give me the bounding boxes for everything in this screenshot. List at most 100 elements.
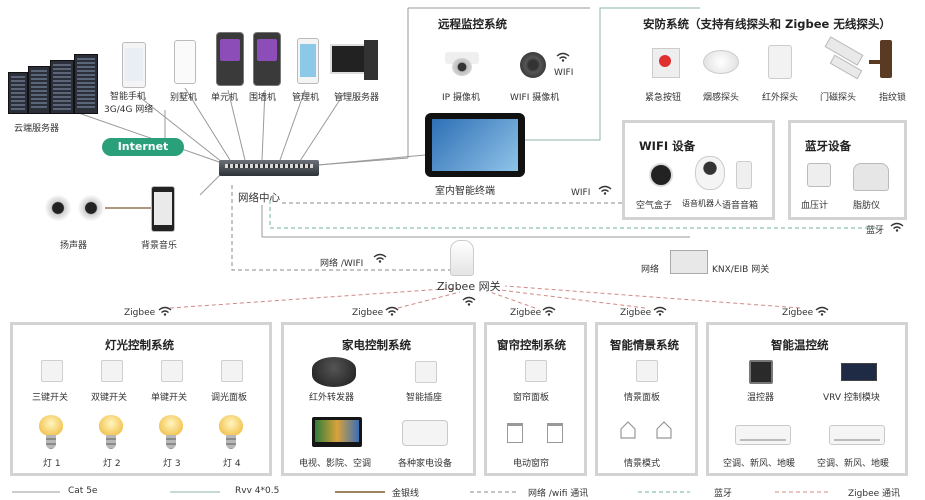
appliance-title: 家电控制系统 <box>342 338 411 352</box>
lock-handle-icon <box>869 60 883 64</box>
ip-camera-label: IP 摄像机 <box>442 93 480 103</box>
ip-camera-lens-icon <box>452 58 472 76</box>
remote-monitoring-title: 远程监控系统 <box>438 17 507 31</box>
unit-unit-label: 单元机 <box>211 93 239 103</box>
curtain-panel-icon <box>525 360 547 382</box>
emergency-button-red <box>659 55 671 67</box>
security-item: 紧急按钮 <box>645 93 682 103</box>
curtain-control-box: 窗帘控制系统 窗帘面板 电动窗帘 <box>484 322 587 476</box>
legend-zigbee: Zigbee 通讯 <box>848 489 901 499</box>
two-key-switch-icon <box>101 360 123 382</box>
cloud-server-icon <box>50 60 74 114</box>
bluetooth-devices-title: 蓝牙设备 <box>805 139 851 153</box>
zigbee-gateway-label: Zigbee 网关 <box>437 280 501 293</box>
security-item: 红外探头 <box>762 93 799 103</box>
lighting-control-box: 灯光控制系统 三键开关 双键开关 单键开关 调光面板 灯 1 灯 2 灯 3 灯… <box>10 322 272 476</box>
smartphone-icon <box>122 42 146 88</box>
wifi-camera-label: WIFI 摄像机 <box>510 93 560 103</box>
dimmer-panel-icon <box>221 360 243 382</box>
cloud-server-label: 云端服务器 <box>14 124 60 134</box>
lighting-switch-label: 三键开关 <box>32 393 69 403</box>
legend-gold-wire: 金银线 <box>392 489 420 499</box>
scene-panel-icon <box>636 360 658 382</box>
home-icon <box>620 421 636 439</box>
indoor-terminal-label: 室内智能终端 <box>435 186 495 197</box>
speaker-icon <box>45 195 71 221</box>
monitor-icon <box>330 44 366 74</box>
cloud-server-icon <box>8 72 28 114</box>
security-title: 安防系统（支持有线探头和 Zigbee 无线探头） <box>643 17 891 31</box>
wifi-icon <box>598 185 612 195</box>
music-controller-icon <box>151 186 175 232</box>
network-center-label: 网络中心 <box>238 192 280 204</box>
air-conditioner-icon <box>829 425 885 445</box>
phone-network-label: 3G/4G 网络 <box>104 105 154 115</box>
wifi-device-item: 语音机器人 <box>682 199 722 208</box>
security-item: 门磁探头 <box>820 93 857 103</box>
network-link-label: 网络 <box>641 265 660 275</box>
cloud-server-icon <box>74 54 98 114</box>
wifi-icon <box>542 306 556 316</box>
net-wifi-link-label: 网络 /WIFI <box>320 259 364 269</box>
wifi-icon <box>385 306 399 316</box>
bg-music-label: 背景音乐 <box>141 241 178 251</box>
lighting-title: 灯光控制系统 <box>105 338 174 352</box>
bluetooth-link-label: 蓝牙 <box>866 226 885 236</box>
wifi-icon <box>890 222 904 232</box>
unit-intercom-icon <box>216 32 244 86</box>
scene-mode-label: 情景模式 <box>624 459 661 469</box>
lighting-switch-label: 双键开关 <box>91 393 128 403</box>
knx-gateway-label: KNX/EIB 网关 <box>712 265 770 275</box>
speaker-label: 扬声器 <box>60 241 88 251</box>
wall-intercom-icon <box>253 32 281 86</box>
cloud-server-icon <box>28 66 50 114</box>
smart-socket-label: 智能插座 <box>406 393 443 403</box>
air-conditioner-icon <box>735 425 791 445</box>
security-item: 指纹锁 <box>879 93 907 103</box>
lighting-switch-label: 单键开关 <box>151 393 188 403</box>
management-unit-icon <box>297 38 319 84</box>
light-bulb-icon <box>99 415 123 449</box>
ir-blaster-label: 红外转发器 <box>309 393 355 403</box>
voice-robot-icon <box>695 156 725 190</box>
curtain-icon <box>507 423 523 443</box>
mgmt-unit-label: 管理机 <box>292 93 320 103</box>
home-icon <box>656 421 672 439</box>
scene-title: 智能情景系统 <box>610 338 679 352</box>
appliance-all-label: 各种家电设备 <box>398 459 453 469</box>
wifi-icon <box>653 306 667 316</box>
temperature-title: 智能温控统 <box>771 338 829 352</box>
network-switch-icon <box>219 160 319 176</box>
wifi-camera-icon <box>520 52 546 78</box>
zigbee-gateway-icon <box>450 240 474 276</box>
vrv-module-label: VRV 控制模块 <box>823 393 880 403</box>
legend-wifi: 网络 /wifi 通讯 <box>528 489 589 499</box>
wifi-devices-title: WIFI 设备 <box>639 139 696 153</box>
pc-tower-icon <box>364 40 378 80</box>
curtain-motor-label: 电动窗帘 <box>513 459 550 469</box>
light-bulb-icon <box>39 415 63 449</box>
temperature-control-box: 智能温控统 温控器 VRV 控制模块 空调、新风、地暖 空调、新风、地暖 <box>706 322 908 476</box>
zigbee-link-label: Zigbee <box>352 308 384 318</box>
thermostat-icon <box>749 360 773 384</box>
wifi-link-label: WIFI <box>571 188 591 198</box>
zigbee-link-label: Zigbee <box>620 308 652 318</box>
villa-unit-label: 别墅机 <box>170 93 198 103</box>
light-label: 灯 1 <box>43 459 61 469</box>
fingerprint-lock-icon <box>880 40 892 78</box>
vrv-module-icon <box>841 363 877 381</box>
blood-pressure-icon <box>807 163 831 187</box>
bluetooth-devices-box: 蓝牙设备 血压计 脂肪仪 <box>788 120 907 220</box>
wifi-device-item: 空气盒子 <box>636 201 673 211</box>
light-bulb-icon <box>219 415 243 449</box>
wifi-icon <box>815 306 829 316</box>
wifi-icon <box>373 253 387 263</box>
voice-speaker-icon <box>736 161 752 189</box>
wifi-icon <box>158 306 172 316</box>
villa-intercom-icon <box>174 40 196 84</box>
fat-analyzer-icon <box>853 163 889 191</box>
speaker-icon <box>78 195 104 221</box>
wifi-devices-box: WIFI 设备 空气盒子 语音机器人 语音音箱 <box>622 120 775 220</box>
knx-gateway-icon <box>670 250 708 274</box>
